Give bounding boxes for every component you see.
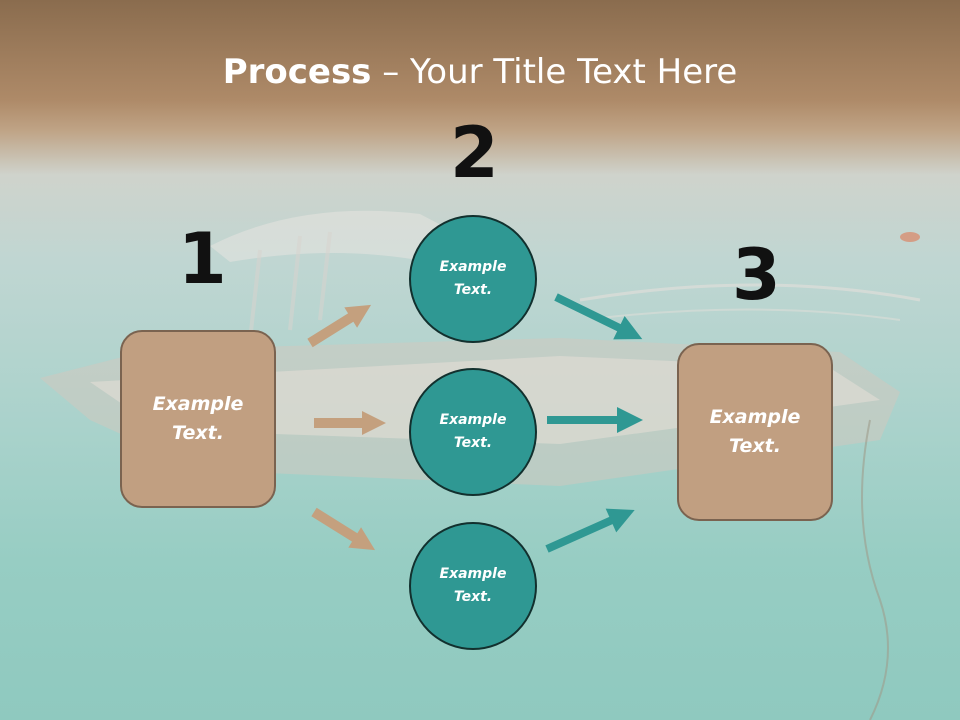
step-1-text: Example Text. [152, 393, 244, 444]
slide-title: Process – Your Title Text Here [0, 52, 960, 92]
title-bold: Process [222, 52, 372, 92]
arrow-middle-to-3 [547, 407, 643, 433]
circle-bottom: Example Text. [409, 522, 537, 650]
arrow-1-to-middle [314, 411, 386, 435]
arrow-1-to-bottom [311, 507, 376, 551]
arrow-1-to-top [307, 304, 372, 348]
arrow-top-to-3 [554, 293, 643, 340]
circle-top-text: Example Text. [439, 259, 507, 298]
step-3-text: Example Text. [709, 406, 801, 457]
step-1-box: Example Text. [120, 330, 276, 508]
circle-bottom-text: Example Text. [439, 566, 507, 605]
circle-middle: Example Text. [409, 368, 537, 496]
circle-middle-text: Example Text. [439, 412, 507, 451]
circle-top: Example Text. [409, 215, 537, 343]
step-number-3: 3 [732, 234, 781, 316]
step-number-1: 1 [178, 218, 227, 300]
title-rest: – Your Title Text Here [371, 52, 738, 92]
step-number-2: 2 [450, 112, 499, 194]
arrow-bottom-to-3 [545, 508, 635, 553]
step-3-box: Example Text. [677, 343, 833, 521]
